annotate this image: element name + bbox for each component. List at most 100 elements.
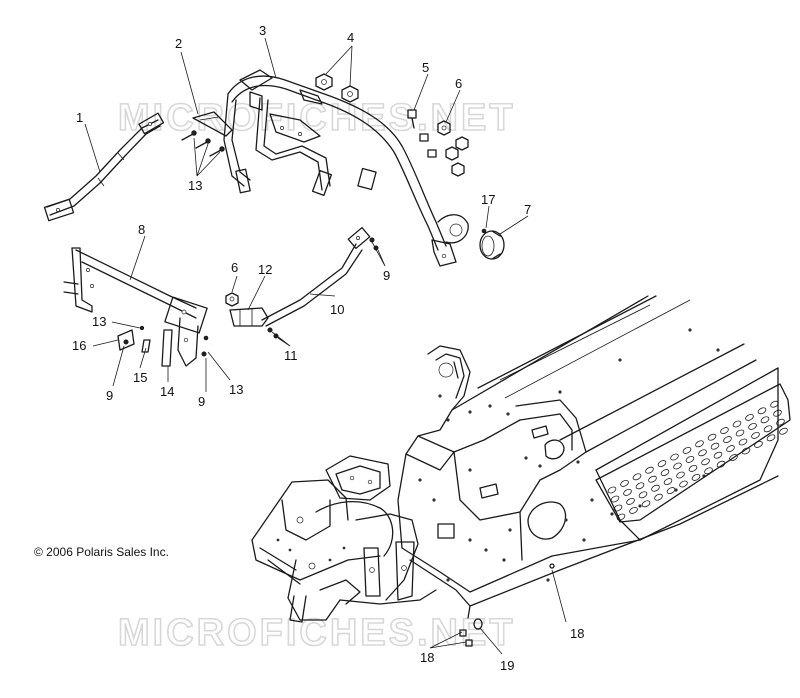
perforation-hole	[613, 504, 623, 512]
fasteners-5-6	[407, 109, 469, 177]
perforation-hole	[648, 475, 657, 483]
perforation-hole	[666, 487, 676, 495]
perforation-hole	[645, 466, 654, 474]
perforation-hole	[679, 480, 688, 488]
perforation-hole	[623, 488, 632, 496]
part-1-support-rod	[43, 112, 165, 222]
bolts-13-top	[181, 130, 225, 157]
nut-6-middle	[225, 292, 239, 307]
perforation-hole	[654, 493, 663, 501]
chassis-tunnel	[397, 295, 779, 619]
perforation-hole	[673, 462, 682, 470]
part-17-pin	[481, 228, 487, 234]
perforation-hole	[779, 427, 788, 435]
perforation-hole	[610, 495, 620, 503]
perforation-hole	[620, 479, 629, 487]
callout-14: 14	[160, 384, 174, 399]
perforation-hole	[754, 440, 763, 448]
callout-7: 7	[524, 202, 531, 217]
callout-13-top: 13	[188, 178, 202, 193]
perforation-hole	[691, 473, 701, 481]
perforation-hole	[741, 447, 751, 455]
perforation-hole	[626, 497, 635, 505]
callout-8: 8	[138, 222, 145, 237]
perforation-hole	[723, 436, 732, 444]
perforation-hole	[632, 473, 642, 481]
perforation-hole	[760, 416, 770, 424]
part-2-bracket	[192, 111, 233, 137]
callout-2: 2	[175, 36, 182, 51]
callout-12: 12	[258, 262, 272, 277]
callout-13-left: 13	[92, 314, 106, 329]
part-3-steering-frame	[223, 69, 469, 267]
perforation-hole	[726, 445, 735, 453]
callout-18-left: 18	[420, 650, 434, 665]
perforation-hole	[635, 482, 645, 490]
part-7-end-cap	[479, 230, 505, 260]
part-10-tie-rod	[261, 226, 371, 327]
callout-9-right: 9	[383, 268, 390, 283]
perforation-hole	[757, 407, 767, 415]
perforation-hole	[716, 460, 726, 468]
perforation-hole	[704, 467, 713, 475]
perforation-hole	[713, 451, 723, 459]
perforation-hole	[745, 413, 754, 421]
perforation-hole	[701, 458, 710, 466]
perforation-hole	[698, 449, 707, 457]
callout-18-right: 18	[570, 626, 584, 641]
fasteners-9-11	[123, 237, 379, 357]
perforation-hole	[738, 438, 748, 446]
perforation-hole	[657, 460, 667, 468]
callout-13-right: 13	[229, 382, 243, 397]
perforation-hole	[707, 433, 717, 441]
perforation-hole	[766, 434, 776, 442]
perforation-hole	[748, 422, 757, 430]
callout-6-mid: 6	[231, 260, 238, 275]
perforation-hole	[629, 506, 638, 514]
perforation-hole	[695, 440, 704, 448]
front-bulkhead-structure	[251, 455, 437, 623]
perforation-hole	[663, 478, 673, 486]
callout-1: 1	[76, 110, 83, 125]
perforation-hole	[732, 420, 742, 428]
callout-4: 4	[347, 30, 354, 45]
perforation-hole	[638, 491, 648, 499]
callout-10: 10	[330, 302, 344, 317]
callout-11: 11	[284, 348, 298, 363]
callout-16: 16	[72, 338, 86, 353]
perforation-hole	[763, 425, 773, 433]
callout-labels: 1 2 3 4 5 6 7 17 13 8 6 12 9 10 13 16 11…	[72, 23, 584, 673]
leader-lines	[84, 37, 567, 655]
parts-14-15-16	[117, 329, 173, 367]
callout-9-center: 9	[198, 394, 205, 409]
callout-5: 5	[422, 60, 429, 75]
callout-6-top: 6	[455, 76, 462, 91]
perforation-hole	[720, 427, 729, 435]
perforation-hole	[735, 429, 745, 437]
callout-9-left: 9	[106, 388, 113, 403]
copyright-notice: © 2006 Polaris Sales Inc.	[34, 545, 169, 559]
perforation-hole	[770, 400, 779, 408]
callout-17: 17	[481, 192, 495, 207]
watermark-bottom: MICROFICHES.NET	[118, 612, 516, 654]
rivets-18-19	[459, 563, 555, 647]
perforation-hole	[676, 471, 685, 479]
perforation-hole	[670, 453, 679, 461]
part-12-clamp	[229, 307, 269, 327]
perforation-hole	[776, 418, 785, 426]
part-8-cross-support	[63, 247, 208, 367]
callout-15: 15	[133, 370, 147, 385]
callout-3: 3	[259, 23, 266, 38]
perforation-hole	[729, 454, 738, 462]
perforation-hole	[641, 500, 651, 508]
perforation-hole	[682, 446, 692, 454]
running-board	[595, 383, 791, 523]
perforation-hole	[685, 455, 695, 463]
perforation-hole	[616, 513, 626, 521]
perforation-hole	[660, 469, 670, 477]
callout-19: 19	[500, 658, 514, 673]
perforation-hole	[710, 442, 720, 450]
perforation-hole	[751, 431, 760, 439]
perforation-hole	[688, 464, 698, 472]
